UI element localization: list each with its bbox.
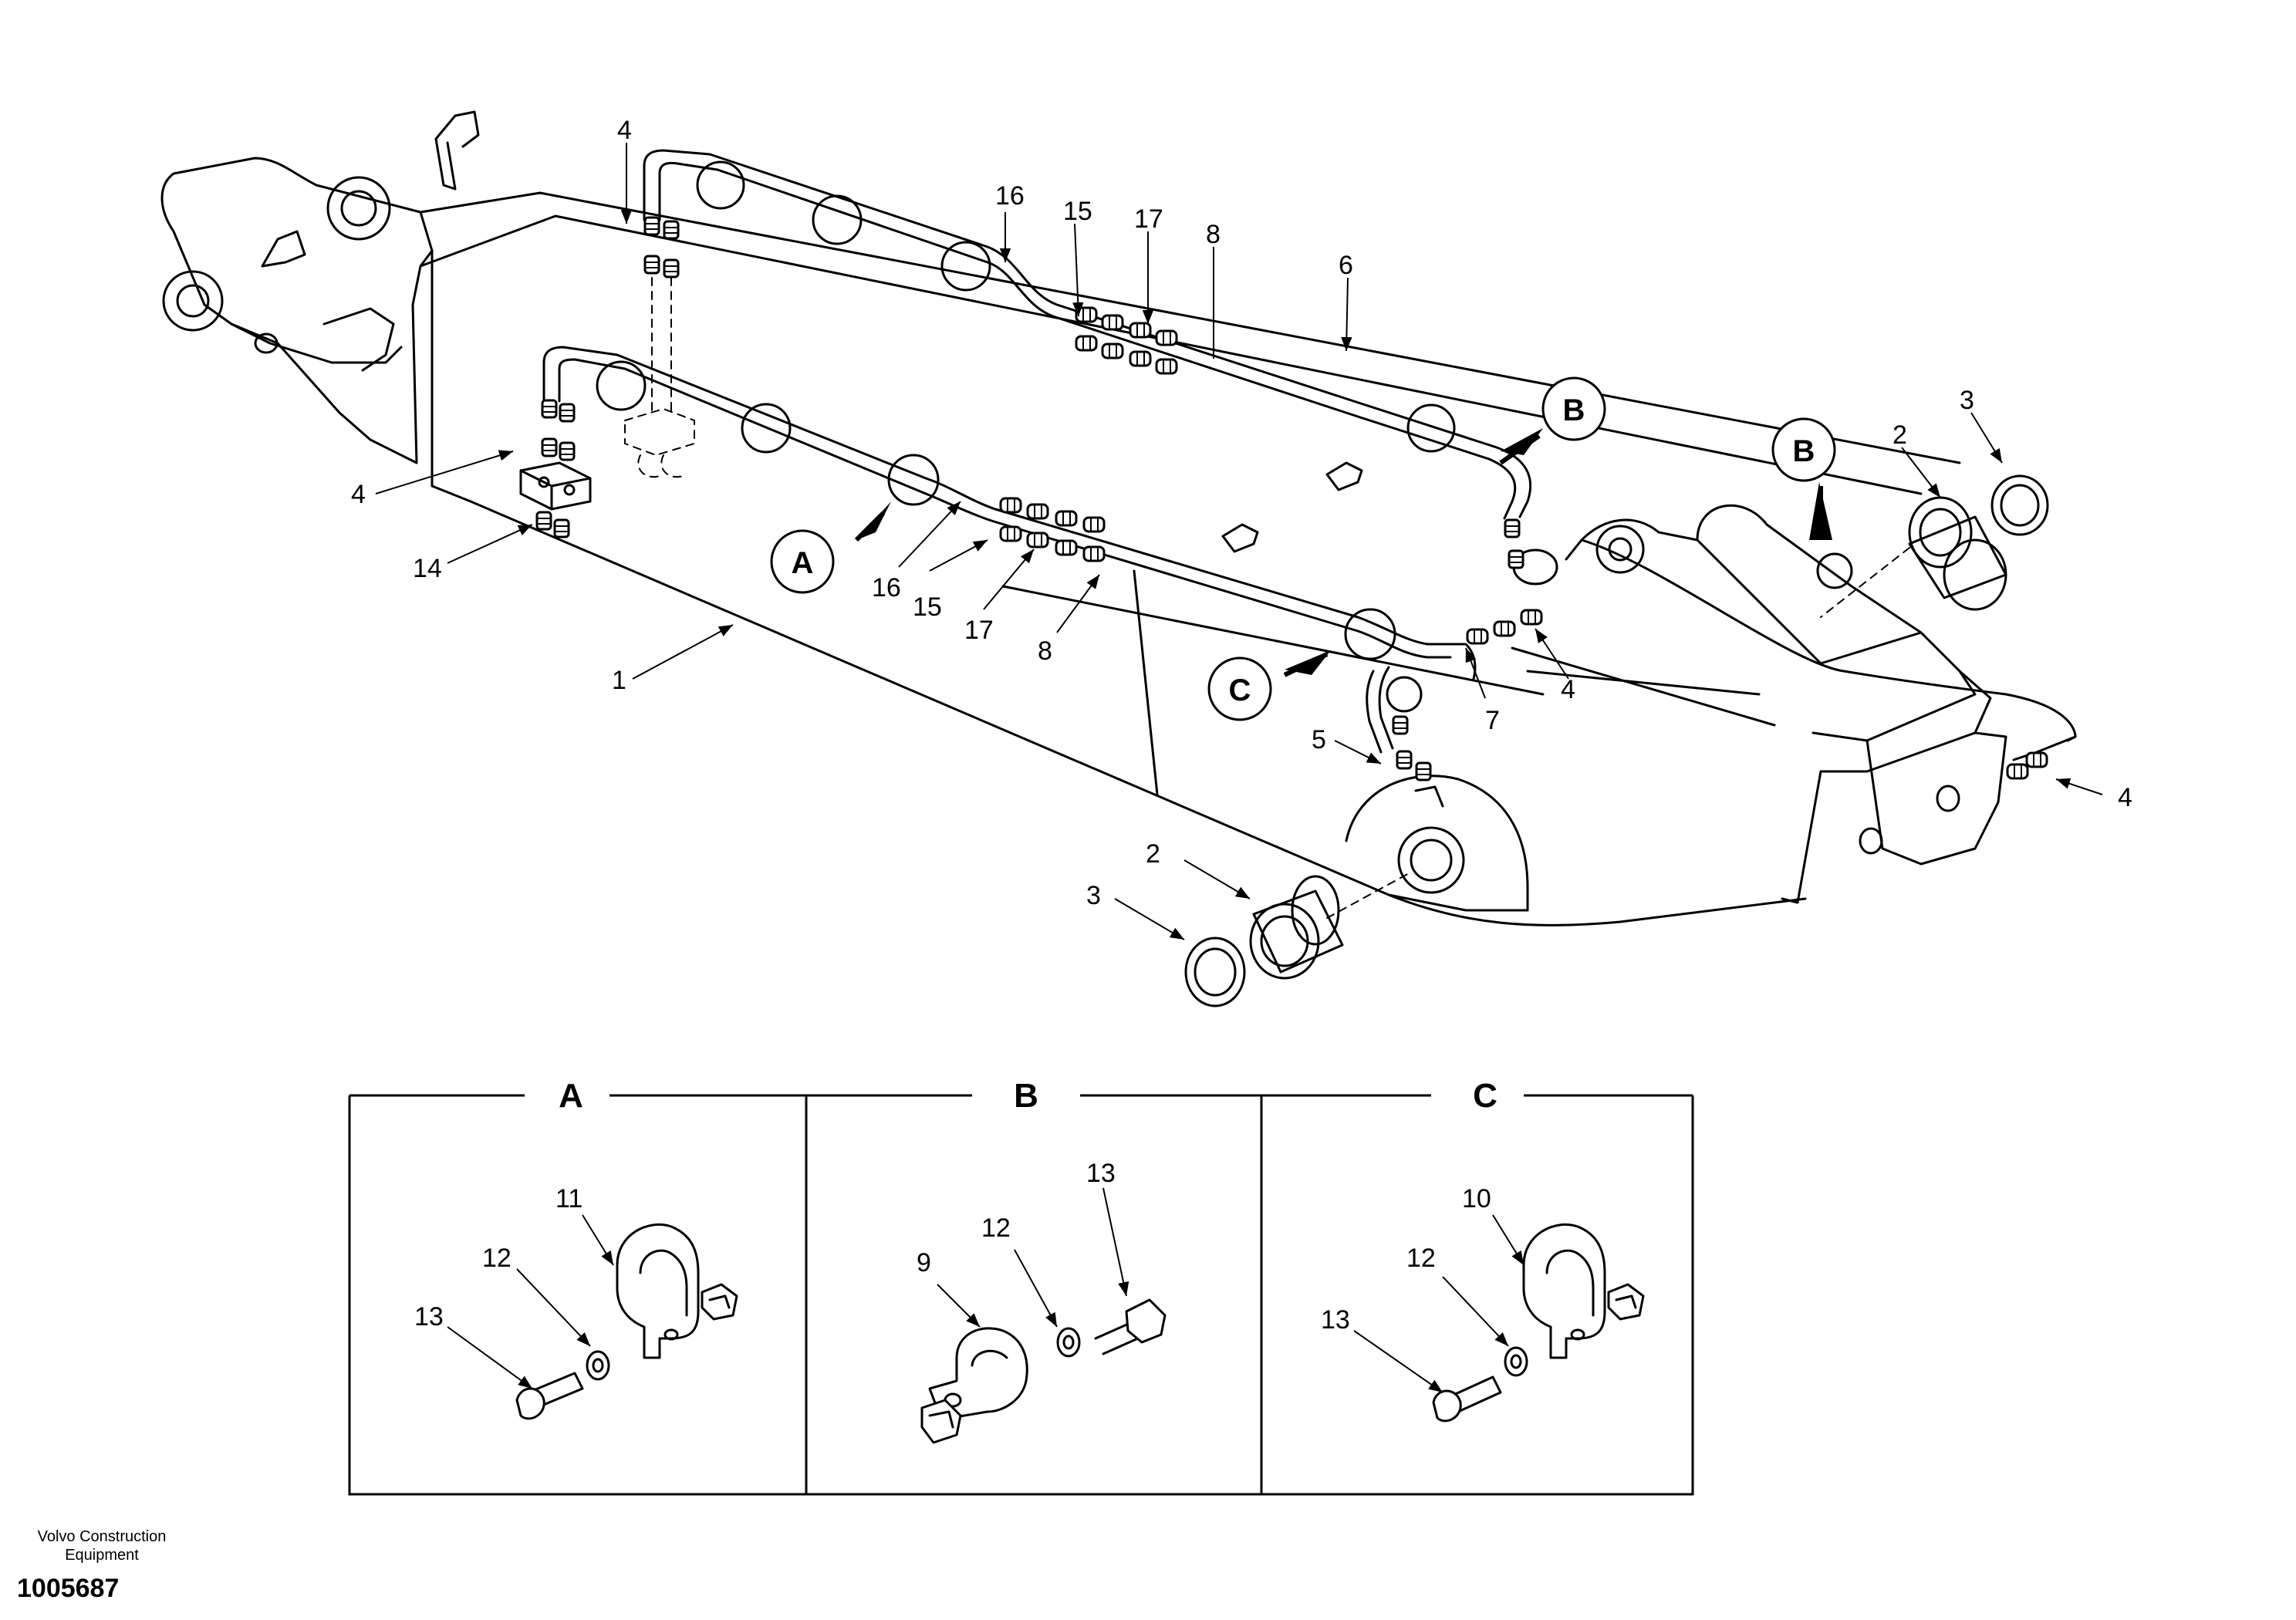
label-4-top: 4 [617, 116, 632, 145]
top-bracket-left [261, 110, 480, 268]
washer-12-b [1056, 1327, 1081, 1358]
seal-right [1990, 474, 2049, 536]
svg-text:C: C [1229, 673, 1251, 707]
label-15-top: 15 [1063, 197, 1092, 226]
seal-lower [1184, 937, 1246, 1007]
label-4-right: 4 [2118, 783, 2132, 812]
label-4-left: 4 [351, 480, 366, 509]
document-number: 1005687 [17, 1574, 120, 1603]
label-3-lower: 3 [1086, 881, 1101, 910]
bolt-13-a [515, 1372, 584, 1420]
clamp-9 [928, 1327, 1028, 1421]
callout-c: C [1207, 650, 1331, 721]
panel-b-label-9: 9 [917, 1248, 931, 1277]
panel-a-label-12: 12 [482, 1244, 512, 1273]
panel-c: 10 12 13 [1321, 1184, 1645, 1423]
label-2-lower: 2 [1146, 839, 1160, 869]
callout-b-upper: B [1499, 376, 1606, 465]
svg-text:A: A [792, 546, 814, 580]
label-1: 1 [612, 666, 626, 695]
lower-hydraulic-lines [542, 346, 1477, 754]
label-8-bottom: 8 [1038, 636, 1052, 666]
panel-a-label-13: 13 [414, 1302, 444, 1331]
washer-12-c [1504, 1346, 1528, 1377]
label-16-top: 16 [995, 181, 1025, 211]
panel-a-label-11: 11 [555, 1184, 582, 1213]
mounting-block [519, 461, 592, 511]
clamp-11 [616, 1223, 700, 1359]
svg-text:B: B [1793, 434, 1815, 468]
bushing-lower [1249, 875, 1344, 980]
panel-a-title: A [559, 1077, 583, 1115]
fittings-upper-left [643, 216, 680, 278]
exploded-clamps-dashed [624, 277, 695, 478]
bolt-13-c [1432, 1375, 1502, 1423]
clamp-10 [1522, 1223, 1606, 1359]
panel-c-label-13: 13 [1321, 1305, 1350, 1335]
leaders [375, 143, 2103, 940]
label-15-bottom: 15 [913, 592, 942, 622]
fittings-mid [999, 306, 1178, 562]
panel-a: 11 12 13 [414, 1184, 738, 1420]
label-4-mid: 4 [1561, 675, 1575, 704]
panel-b: 9 12 13 [917, 1159, 1167, 1444]
callout-a: A [770, 501, 891, 594]
bolt-13-b [1094, 1298, 1167, 1355]
dashed-axes [1326, 547, 1910, 919]
upper-hydraulic-lines [643, 149, 1532, 520]
company-name: Volvo Construction Equipment [37, 1528, 167, 1564]
label-16-bottom: 16 [872, 573, 901, 602]
nut-b [920, 1399, 962, 1444]
label-5: 5 [1312, 725, 1326, 754]
nut-c [1607, 1283, 1645, 1321]
label-6: 6 [1339, 251, 1353, 280]
panel-c-title: C [1473, 1077, 1497, 1115]
label-17-bottom: 17 [964, 616, 994, 645]
nut-a [701, 1283, 738, 1321]
label-8-top: 8 [1206, 220, 1221, 249]
boom-body [160, 157, 2007, 926]
panel-c-label-10: 10 [1462, 1184, 1491, 1213]
panel-b-label-13: 13 [1086, 1159, 1116, 1188]
label-2-right: 2 [1893, 420, 1907, 450]
small-bracket-mid [1221, 461, 1363, 553]
panel-b-label-12: 12 [981, 1213, 1011, 1243]
label-7: 7 [1485, 706, 1500, 735]
callout-b-right: B [1771, 417, 1836, 540]
panel-b-title: B [1014, 1077, 1038, 1115]
label-14: 14 [413, 554, 442, 583]
bushing-right [1908, 496, 2007, 611]
part-labels: 4 16 15 17 8 6 4 14 1 16 15 17 8 5 7 4 4… [351, 116, 2132, 910]
washer-12-a [586, 1350, 610, 1381]
panel-c-label-12: 12 [1406, 1244, 1436, 1273]
label-17-top: 17 [1134, 204, 1163, 234]
detail-panels-frame [348, 1094, 1694, 1496]
clamp-rings [596, 160, 1853, 713]
svg-text:B: B [1563, 393, 1585, 427]
label-3-right: 3 [1960, 386, 1974, 415]
